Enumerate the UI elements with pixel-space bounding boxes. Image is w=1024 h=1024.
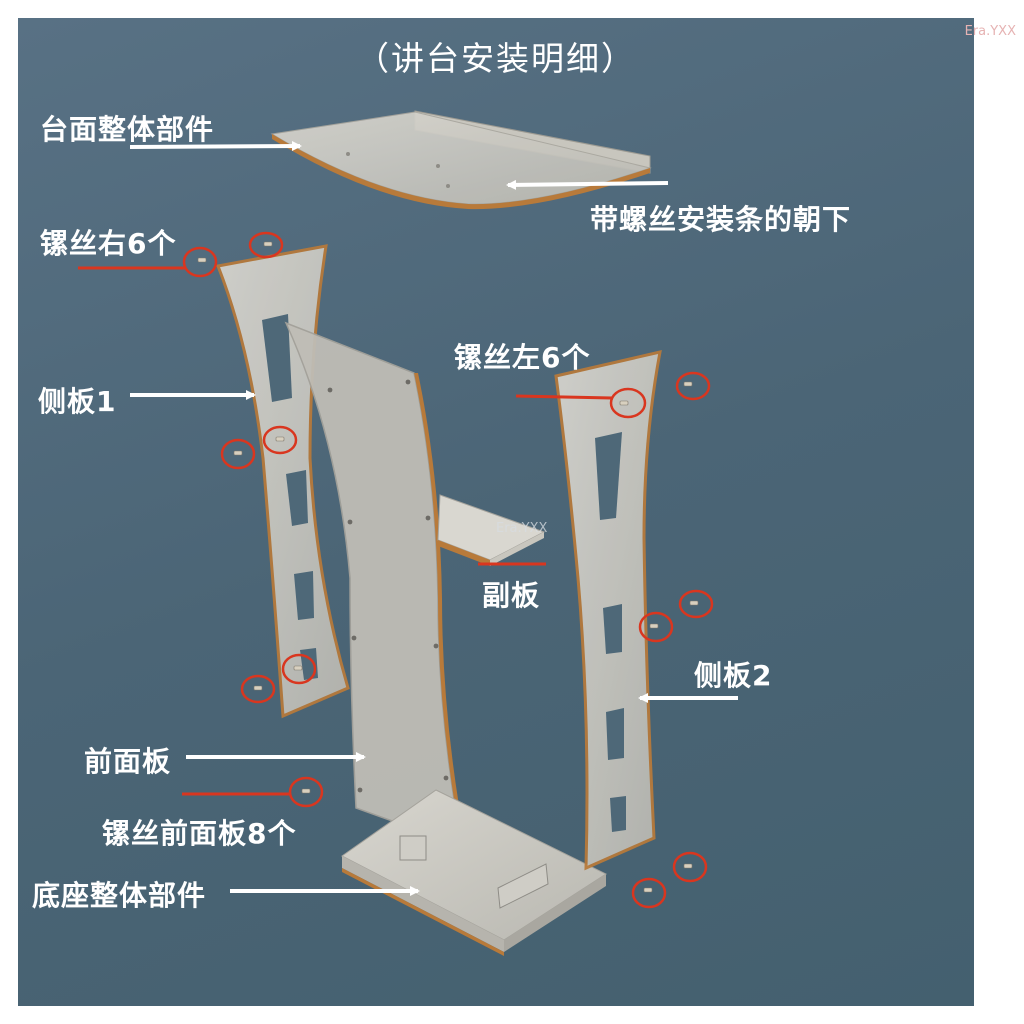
sub-panel-part: [437, 494, 546, 566]
side-panel-2-part: [554, 350, 662, 871]
label-side-panel-1: 侧板1: [38, 385, 117, 418]
screw-pointer-lines: [78, 266, 613, 796]
label-screws-front: 镙丝前面板8个: [102, 817, 297, 850]
diagram-canvas: （讲台安装明细）: [18, 18, 974, 1006]
label-screws-left: 镙丝左6个: [454, 341, 591, 374]
label-base: 底座整体部件: [32, 879, 207, 912]
watermark-corner: Era.YXX: [964, 24, 1016, 39]
diagram-title: （讲台安装明细）: [356, 39, 636, 78]
exploded-view-illustration: [78, 110, 738, 956]
label-top-panel: 台面整体部件: [40, 113, 215, 146]
top-panel-part: [270, 110, 652, 210]
label-screws-right: 镙丝右6个: [40, 227, 177, 260]
label-arrows: [129, 141, 738, 896]
label-sub-panel: 副板: [482, 579, 541, 612]
label-front-panel: 前面板: [84, 745, 172, 778]
label-side-panel-2: 侧板2: [694, 659, 773, 692]
side-panel-1-part: [215, 244, 350, 719]
watermark-center: Era.YXX: [496, 521, 548, 536]
label-screw-strip: 带螺丝安装条的朝下: [590, 203, 852, 236]
screw-highlight-circles: [182, 231, 714, 909]
